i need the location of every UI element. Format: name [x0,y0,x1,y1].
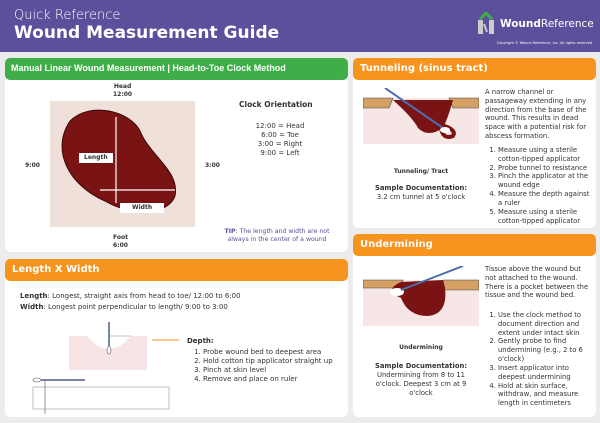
logo-text: Reference [540,18,594,30]
undermining-diagram [363,266,479,326]
page-header: Quick Reference Wound Measurement Guide … [0,0,600,52]
logo-text-bold: Wound [500,18,541,30]
three-label: 3:00 [205,162,220,169]
clock-title: Clock Orientation [239,100,313,109]
copyright: Copyright © Wound Reference, Inc. All ri… [496,41,592,45]
tunneling-sample-label: Sample Documentation: [374,184,468,192]
width-tag: Width [120,203,165,213]
undermining-steps: Use the clock method to document directi… [485,311,593,408]
tip: TIP: The length and width are not always… [224,228,330,244]
undermining-description: Tissue above the wound but not attached … [485,265,589,300]
length-tag: Length [79,153,113,163]
tunneling-diagram [363,88,479,144]
manual-measurement-panel: Manual Linear Wound Measurement | Head-t… [5,58,348,252]
manual-heading: Manual Linear Wound Measurement | Head-t… [5,58,348,80]
length-width-panel: Length X Width Length: Longest, straight… [5,259,348,417]
header-subtitle: Quick Reference [14,8,121,23]
width-definition: Width: Longest point perpendicular to le… [20,303,228,311]
undermining-panel: Undermining Undermining Sample Documenta… [353,234,596,417]
tunneling-caption: Tunneling/ Tract [393,168,449,175]
undermining-sample-label: Sample Documentation: [374,362,468,370]
length-width-heading: Length X Width [5,259,348,281]
tunneling-steps: Measure using a sterile cotton-tipped ap… [485,146,593,225]
page-title: Wound Measurement Guide [14,23,280,43]
tunneling-panel: Tunneling (sinus tract) Tunneling/ Tract… [353,58,596,228]
tunneling-sample: 3.2 cm tunnel at 5 o'clock [376,193,466,201]
nine-label: 9:00 [25,162,40,169]
wound-reference-logo-icon [478,12,494,34]
length-definition: Length: Longest, straight axis from head… [20,292,241,300]
undermining-sample: Undermining from 8 to 11 o'clock. Deepes… [375,371,467,397]
depth-title: Depth: [187,337,214,345]
undermining-caption: Undermining [399,344,443,351]
tunneling-description: A narrow channel or passageway extending… [485,88,587,141]
depth-diagram [32,322,179,414]
undermining-heading: Undermining [353,234,596,256]
tunneling-heading: Tunneling (sinus tract) [353,58,596,80]
depth-steps: Probe wound bed to deepest areaHold cott… [190,348,333,384]
logo: WoundReference [476,12,594,36]
